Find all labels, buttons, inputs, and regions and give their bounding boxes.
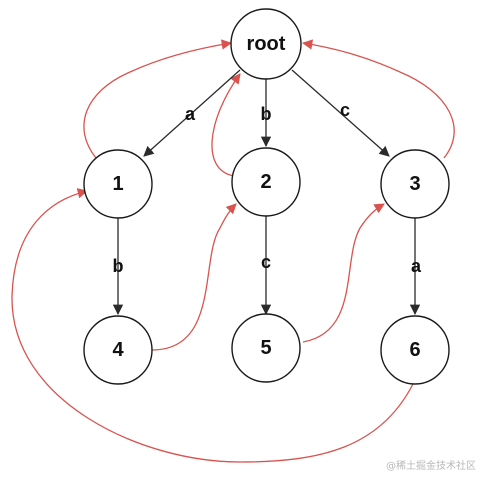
- watermark-text: @稀土掘金技术社区: [386, 461, 476, 472]
- edge-label-root-1: a: [185, 104, 196, 124]
- edge-label-1-4: b: [113, 256, 124, 276]
- node-5-label: 5: [260, 337, 271, 359]
- trie-nodes: root 1 2 3 4 5 6: [83, 8, 450, 385]
- node-3-label: 3: [409, 173, 420, 195]
- node-2: 2: [231, 147, 301, 217]
- node-root-label: root: [247, 33, 286, 55]
- edge-label-root-2: b: [261, 104, 272, 124]
- edge-root-to-1: [143, 69, 241, 157]
- edge-label-root-3: c: [340, 100, 350, 120]
- node-6: 6: [380, 315, 450, 385]
- fail-link-1-to-root: [83, 39, 233, 159]
- node-4-label: 4: [112, 339, 124, 361]
- node-root: root: [230, 8, 302, 80]
- edge-root-to-3: [291, 69, 390, 157]
- edge-label-3-6: a: [411, 256, 422, 276]
- node-2-label: 2: [260, 171, 271, 193]
- node-4: 4: [83, 315, 153, 385]
- trie-edges: [112, 69, 421, 316]
- fail-link-5-to-3: [302, 203, 385, 343]
- fail-link-4-to-2: [151, 203, 237, 351]
- node-1-label: 1: [112, 173, 123, 195]
- fail-link-3-to-root: [301, 39, 455, 159]
- node-5: 5: [231, 313, 301, 383]
- node-1: 1: [83, 149, 153, 219]
- fail-links: [11, 39, 455, 463]
- fail-link-2-to-root: [211, 73, 241, 177]
- fail-link-6-to-1: [11, 188, 414, 463]
- edge-label-2-5: c: [261, 252, 271, 272]
- edge-labels: a b c b c a: [113, 100, 422, 276]
- node-3: 3: [380, 149, 450, 219]
- node-6-label: 6: [409, 339, 420, 361]
